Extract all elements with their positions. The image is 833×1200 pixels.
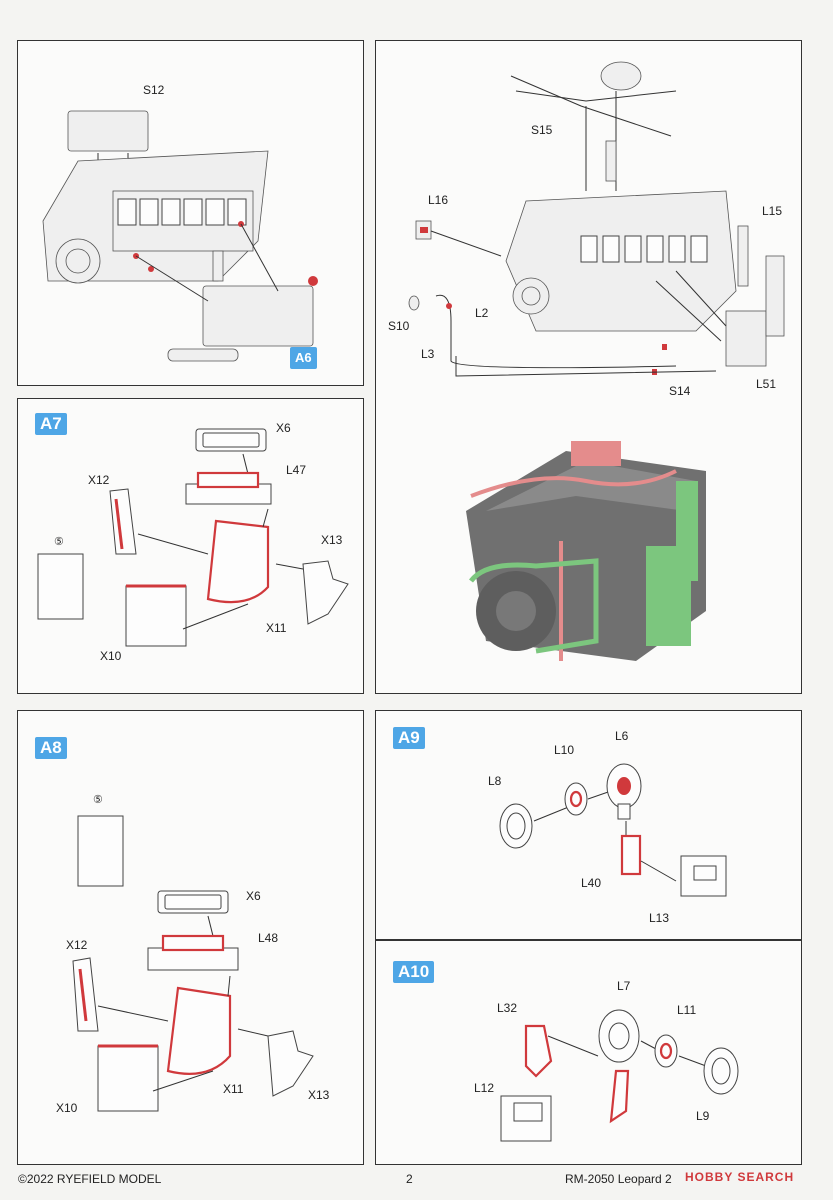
label-l12: L12 xyxy=(474,1081,495,1095)
label-x11: X11 xyxy=(266,621,287,635)
engine-drawing-1 xyxy=(42,110,318,362)
a9-drawing xyxy=(499,763,727,897)
panel-step-a9: A9 L10 L6 L8 L40 L13 xyxy=(375,710,802,940)
label-l47: L47 xyxy=(286,463,307,477)
panel-engine-assembly-1: S12 A6 xyxy=(17,40,364,386)
label-s12: S12 xyxy=(143,83,165,97)
label-x12: X12 xyxy=(88,473,110,487)
footer-watermark: HOBBY SEARCH xyxy=(685,1170,795,1184)
footer-copyright: ©2022 RYEFIELD MODEL xyxy=(18,1172,162,1186)
step-badge-a10: A10 xyxy=(393,961,435,983)
label-s10: S10 xyxy=(388,319,410,333)
label-x6: X6 xyxy=(246,889,261,903)
footer-product-code: RM-2050 Leopard 2 xyxy=(565,1172,672,1186)
step-badge-a7: A7 xyxy=(35,413,67,435)
label-l6: L6 xyxy=(615,729,629,743)
label-l8: L8 xyxy=(488,774,502,788)
label-l13: L13 xyxy=(649,911,670,925)
label-l11: L11 xyxy=(677,1003,697,1017)
panel-engine-assembly-2: S15 L16 L15 L2 S10 L3 S14 L51 xyxy=(375,40,802,694)
label-l9: L9 xyxy=(696,1109,710,1123)
label-x12: X12 xyxy=(66,938,88,952)
label-l48: L48 xyxy=(258,931,279,945)
label-s15: S15 xyxy=(531,123,553,137)
a8-drawing xyxy=(72,815,314,1112)
label-l3: L3 xyxy=(421,347,435,361)
label-x11: X11 xyxy=(223,1082,244,1096)
label-l40: L40 xyxy=(581,876,602,890)
label-x10: X10 xyxy=(56,1101,78,1115)
label-x6: X6 xyxy=(276,421,291,435)
label-l7: L7 xyxy=(617,979,631,993)
footer-page-number: 2 xyxy=(406,1172,413,1186)
label-x13: X13 xyxy=(321,533,343,547)
a7-drawing xyxy=(37,428,349,647)
a10-drawing xyxy=(500,1009,739,1142)
engine-drawing-2 xyxy=(408,61,785,661)
label-l32: L32 xyxy=(497,1001,518,1015)
step-badge-a9: A9 xyxy=(393,727,425,749)
label-s14: S14 xyxy=(669,384,691,398)
label-l16: L16 xyxy=(428,193,449,207)
label-l10: L10 xyxy=(554,743,575,757)
label-l51: L51 xyxy=(756,377,777,391)
panel-step-a7: A7 X6 L47 X12 X13 X11 X10 ⑤ xyxy=(17,398,364,694)
label-l15: L15 xyxy=(762,204,783,218)
step-badge-a6: A6 xyxy=(290,347,317,369)
marker-5: ⑤ xyxy=(54,536,64,548)
panel-step-a10: A10 L7 L32 L11 L12 L9 xyxy=(375,940,802,1165)
step-badge-a8: A8 xyxy=(35,737,67,759)
label-x10: X10 xyxy=(100,649,122,663)
label-x13: X13 xyxy=(308,1088,330,1102)
label-l2: L2 xyxy=(475,306,489,320)
marker-5: ⑤ xyxy=(93,794,103,806)
panel-step-a8: A8 ⑤ X6 L48 X12 X11 X13 X10 xyxy=(17,710,364,1165)
